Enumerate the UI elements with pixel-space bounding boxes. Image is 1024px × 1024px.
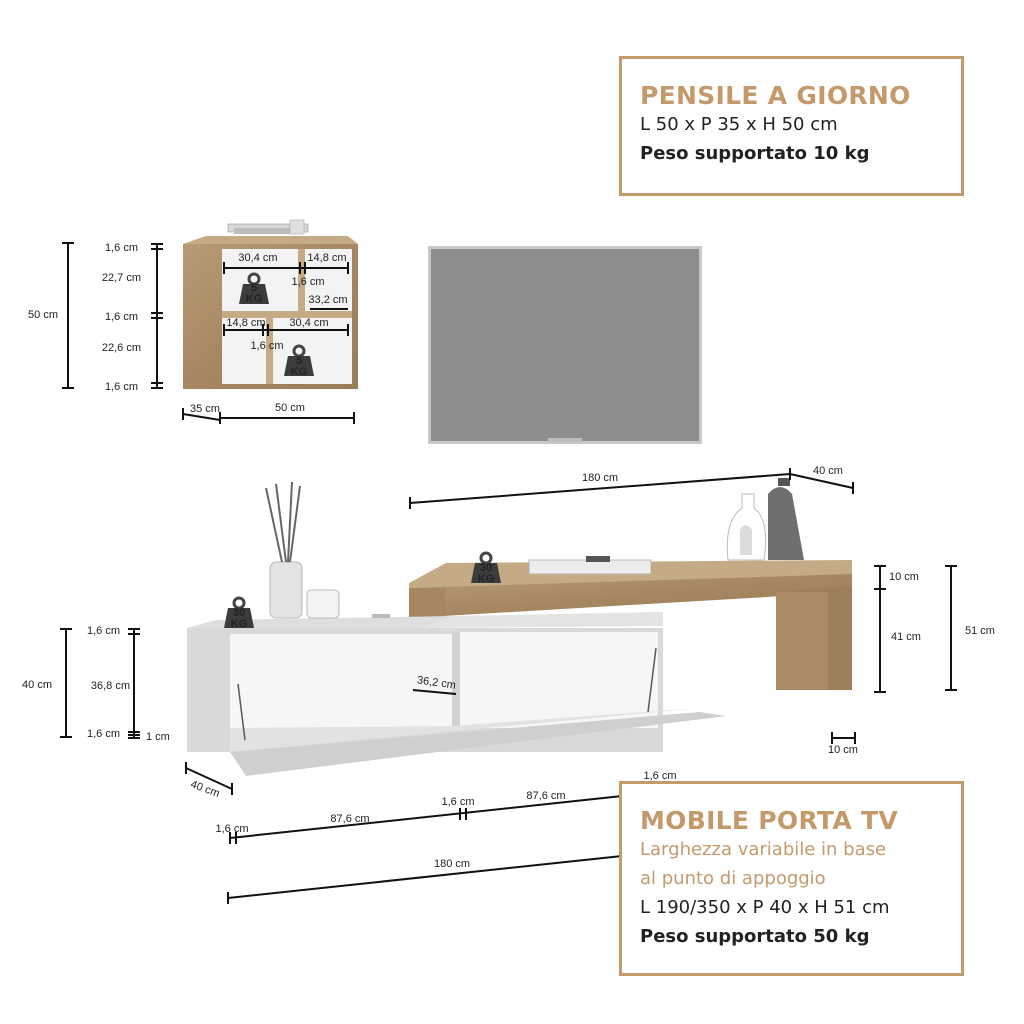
tv-unit-subtitle-2: al punto di appoggio (640, 868, 826, 889)
tv-unit-subtitle-1: Larghezza variabile in base (640, 839, 887, 860)
dim-leg-height: 41 cm (891, 631, 921, 643)
dim-comp-left: 87,6 cm (330, 813, 369, 825)
tv-unit-load: Peso supportato 50 kg (640, 926, 870, 947)
dim-middle-panel: 1,6 cm (105, 311, 138, 323)
tv-unit-info-box: MOBILE PORTA TV Larghezza variabile in b… (619, 781, 964, 976)
dim-lower-left-width: 14,8 cm (226, 317, 265, 329)
dim-upper-right-width: 14,8 cm (307, 252, 346, 264)
low-cabinet (187, 612, 726, 776)
dim-lower-right-width: 30,4 cm (289, 317, 328, 329)
wall-unit-title: PENSILE A GIORNO (640, 81, 911, 110)
dim-door-thickness: 1 cm (146, 731, 170, 743)
dim-upper-space: 22,7 cm (102, 272, 141, 284)
dim-cabinet-length: 180 cm (434, 858, 470, 870)
dim-depth: 35 cm (190, 403, 220, 415)
dim-center-panel: 1,6 cm (441, 796, 474, 808)
dim-top-panel: 1,6 cm (105, 242, 138, 254)
dim-top-depth: 40 cm (813, 465, 843, 477)
dim-upper-left-width: 30,4 cm (238, 252, 277, 264)
dim-cabinet-bottom-panel: 1,6 cm (87, 728, 120, 740)
dim-width: 50 cm (275, 402, 305, 414)
dim-bottom-panel: 1,6 cm (105, 381, 138, 393)
dim-leg-width: 10 cm (828, 744, 858, 756)
tv-bench (409, 560, 852, 690)
wall-shelf-dimension-lines (62, 242, 355, 424)
dim-comp-right: 87,6 cm (526, 790, 565, 802)
dim-divider-lower: 1,6 cm (250, 340, 283, 352)
dim-cabinet-top-panel: 1,6 cm (87, 625, 120, 637)
tv (428, 246, 702, 444)
dim-divider-upper: 1,6 cm (291, 276, 324, 288)
dim-cabinet-height: 40 cm (22, 679, 52, 691)
dim-cabinet-inner-height: 36,8 cm (91, 680, 130, 692)
dim-side-right: 1,6 cm (643, 770, 676, 782)
decor (265, 478, 804, 619)
dim-top-thickness: 10 cm (889, 571, 919, 583)
dim-total-height: 51 cm (965, 625, 995, 637)
wall-unit-dimensions: L 50 x P 35 x H 50 cm (640, 114, 838, 135)
wall-unit-info-box: PENSILE A GIORNO L 50 x P 35 x H 50 cm P… (619, 56, 964, 196)
tv-unit-dimensions: L 190/350 x P 40 x H 51 cm (640, 897, 890, 918)
dim-total-height: 50 cm (28, 309, 58, 321)
dim-side-left: 1,6 cm (215, 823, 248, 835)
dim-lower-space: 22,6 cm (102, 342, 141, 354)
wall-unit-load: Peso supportato 10 kg (640, 143, 870, 164)
tv-unit-title: MOBILE PORTA TV (640, 806, 898, 835)
dim-inner-depth: 36,2 cm (416, 674, 456, 691)
tv-unit-dimension-lines (60, 468, 957, 904)
dim-divider-height: 33,2 cm (308, 294, 347, 306)
dim-top-length: 180 cm (582, 472, 618, 484)
